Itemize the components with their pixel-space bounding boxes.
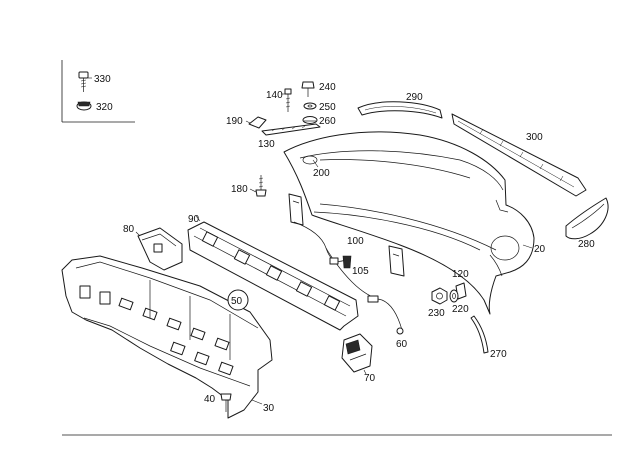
part-30-carrier-end: 30 xyxy=(251,399,275,414)
callout-130: 130 xyxy=(258,139,275,150)
callout-220: 220 xyxy=(452,304,469,315)
callout-300: 300 xyxy=(526,132,543,143)
part-270-trim-arc[interactable]: 270 xyxy=(470,315,507,360)
callout-320: 320 xyxy=(96,102,113,113)
callout-240: 240 xyxy=(319,82,336,93)
callout-90: 90 xyxy=(188,214,200,225)
fastener-inset-box xyxy=(61,60,135,123)
callout-250: 250 xyxy=(319,102,336,113)
part-330-screw[interactable]: 330 xyxy=(78,71,111,92)
part-70-side-bracket[interactable]: 70 xyxy=(341,333,376,384)
callout-70: 70 xyxy=(364,373,376,384)
callout-140: 140 xyxy=(266,90,283,101)
callout-80: 80 xyxy=(123,224,135,235)
callout-50-circle xyxy=(227,289,249,311)
part-260-clip[interactable]: 260 xyxy=(302,116,336,127)
part-250-washer[interactable]: 250 xyxy=(303,102,336,113)
callout-100: 100 xyxy=(347,236,364,247)
part-40-screw[interactable]: 40 xyxy=(204,393,232,412)
callout-60: 60 xyxy=(396,339,408,350)
callout-280: 280 xyxy=(578,239,595,250)
callout-200: 200 xyxy=(313,168,330,179)
part-180-screw[interactable]: 180 xyxy=(231,175,267,197)
part-200-marker: 200 xyxy=(312,159,330,179)
part-220-washer[interactable]: 220 xyxy=(449,289,469,315)
callout-105: 105 xyxy=(352,266,369,277)
part-80-side-bracket[interactable]: 80 xyxy=(123,224,183,271)
callout-190: 190 xyxy=(226,116,243,127)
callout-330: 330 xyxy=(94,74,111,85)
part-130-bracket[interactable]: 130 xyxy=(258,123,321,150)
callout-20: 20 xyxy=(534,244,546,255)
part-190-clip[interactable]: 190 xyxy=(226,116,267,129)
cover-mount-brackets xyxy=(288,193,405,277)
callout-120: 120 xyxy=(452,269,469,280)
part-230-nut[interactable]: 230 xyxy=(428,287,448,319)
part-100-wiring-harness[interactable]: 100 xyxy=(293,221,404,335)
part-60-harness-end: 60 xyxy=(396,339,408,350)
callout-260: 260 xyxy=(319,116,336,127)
part-280-trim-end[interactable]: 280 xyxy=(565,197,609,250)
callout-270: 270 xyxy=(490,349,507,360)
part-300-trim-strip[interactable]: 300 xyxy=(451,113,587,197)
part-50-bumper-carrier[interactable]: 50 xyxy=(61,255,273,419)
callout-40: 40 xyxy=(204,394,216,405)
callout-230: 230 xyxy=(428,308,445,319)
callout-290: 290 xyxy=(406,92,423,103)
callout-30: 30 xyxy=(263,403,275,414)
callout-180: 180 xyxy=(231,184,248,195)
part-290-trim-strip[interactable]: 290 xyxy=(357,92,443,119)
part-240-screw[interactable]: 240 xyxy=(301,81,336,97)
callout-50: 50 xyxy=(231,296,243,307)
part-105-grommet[interactable]: 105 xyxy=(342,255,369,277)
part-90-energy-absorber-rail[interactable]: 90 xyxy=(187,214,359,331)
part-140-bolt[interactable]: 140 xyxy=(266,88,292,112)
part-20-bumper-cover[interactable]: 20 xyxy=(283,131,546,315)
part-320-nut[interactable]: 320 xyxy=(76,101,113,113)
